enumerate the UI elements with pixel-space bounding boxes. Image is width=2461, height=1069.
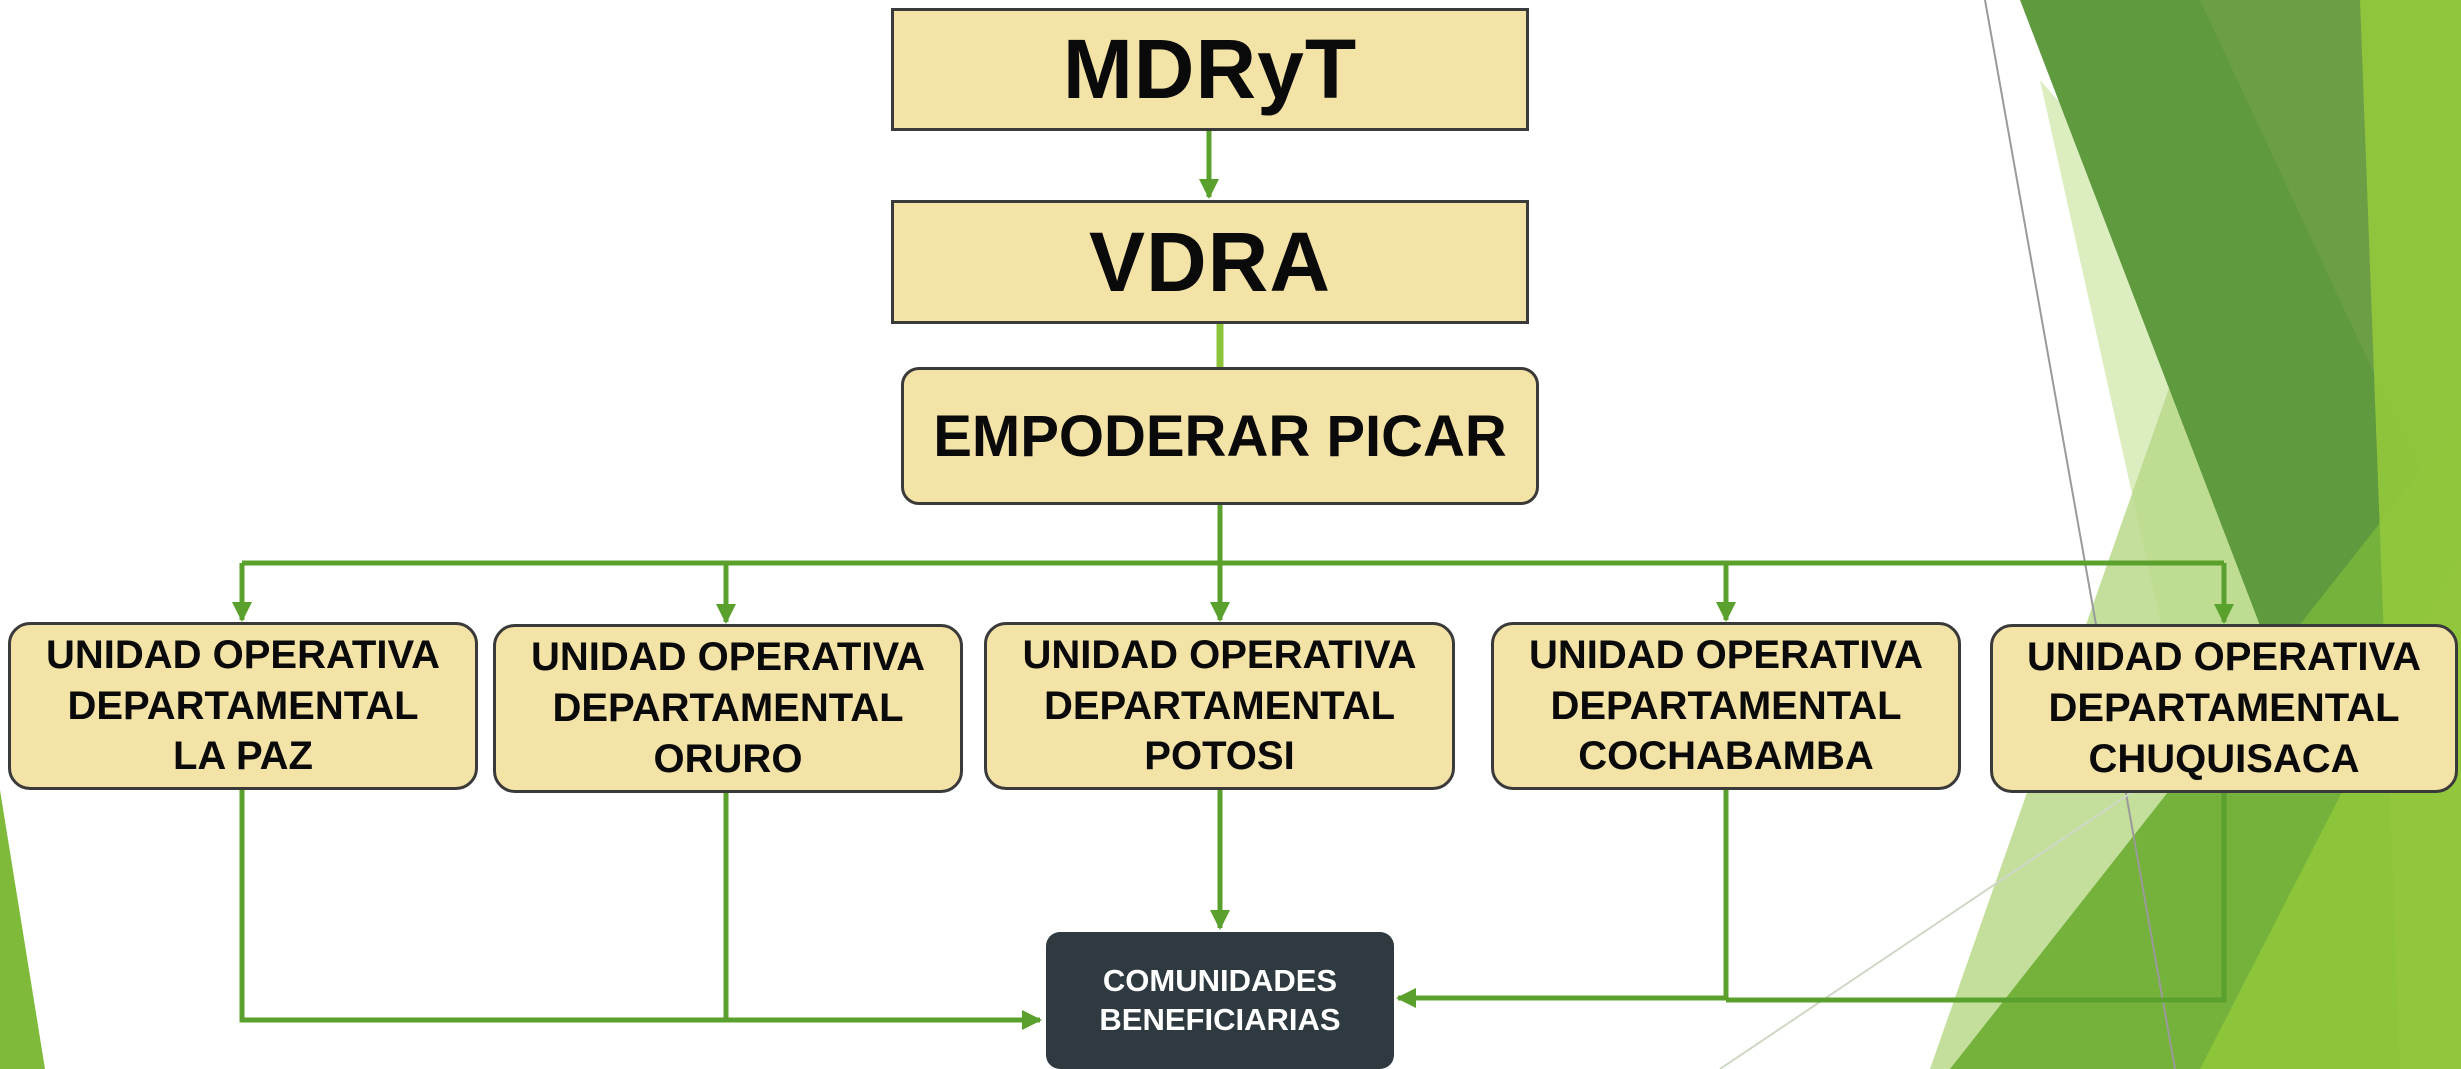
left-edge-accent [0,790,45,1069]
unit-box-oruro: UNIDAD OPERATIVA DEPARTAMENTAL ORURO [493,624,963,793]
ministry-box: MDRyT [891,8,1529,131]
connector-chuquisaca-to-target [1726,793,2227,1003]
target-line2: BENEFICIARIAS [1099,1001,1341,1037]
unit-box-cochabamba: UNIDAD OPERATIVA DEPARTAMENTAL COCHABAMB… [1491,622,1961,790]
thin-grey-line [1984,0,2176,1069]
unit-line1: UNIDAD OPERATIVA [530,635,926,680]
vice-ministry-box: VDRA [891,200,1529,324]
unit-line2: DEPARTAMENTAL [552,686,904,731]
vice-ministry-label: VDRA [1088,214,1331,309]
target-line1: COMUNIDADES [1102,962,1338,998]
unit-line1: UNIDAD OPERATIVA [45,632,441,677]
unit-box-potosi: UNIDAD OPERATIVA DEPARTAMENTAL POTOSI [984,622,1455,790]
right-lime-sliver [2360,0,2461,1069]
ministry-label: MDRyT [1062,22,1358,116]
unit-department: POTOSI [1144,734,1295,779]
connector-cochabamba-to-target [1396,790,1729,1008]
unit-line1: UNIDAD OPERATIVA [2026,635,2422,680]
unit-department: CHUQUISACA [2088,736,2360,781]
unit-line2: DEPARTAMENTAL [2048,686,2400,731]
program-box: EMPODERAR PICAR [901,367,1539,505]
thin-pale-line [1719,759,2181,1069]
unit-department: ORURO [653,736,803,781]
unit-line2: DEPARTAMENTAL [1043,683,1396,728]
connector-la-paz-to-target [239,790,1042,1030]
unit-box-chuquisaca: UNIDAD OPERATIVA DEPARTAMENTAL CHUQUISAC… [1990,624,2458,793]
unit-department: COCHABAMBA [1578,734,1874,779]
unit-line1: UNIDAD OPERATIVA [1022,632,1417,677]
unit-line1: UNIDAD OPERATIVA [1528,632,1924,677]
beneficiary-communities-box: COMUNIDADES BENEFICIARIAS [1046,932,1394,1069]
unit-line2: DEPARTAMENTAL [67,683,419,728]
unit-line2: DEPARTAMENTAL [1550,683,1902,728]
program-label: EMPODERAR PICAR [933,403,1507,469]
unit-box-la-paz: UNIDAD OPERATIVA DEPARTAMENTAL LA PAZ [8,622,478,790]
unit-department: LA PAZ [173,734,313,779]
